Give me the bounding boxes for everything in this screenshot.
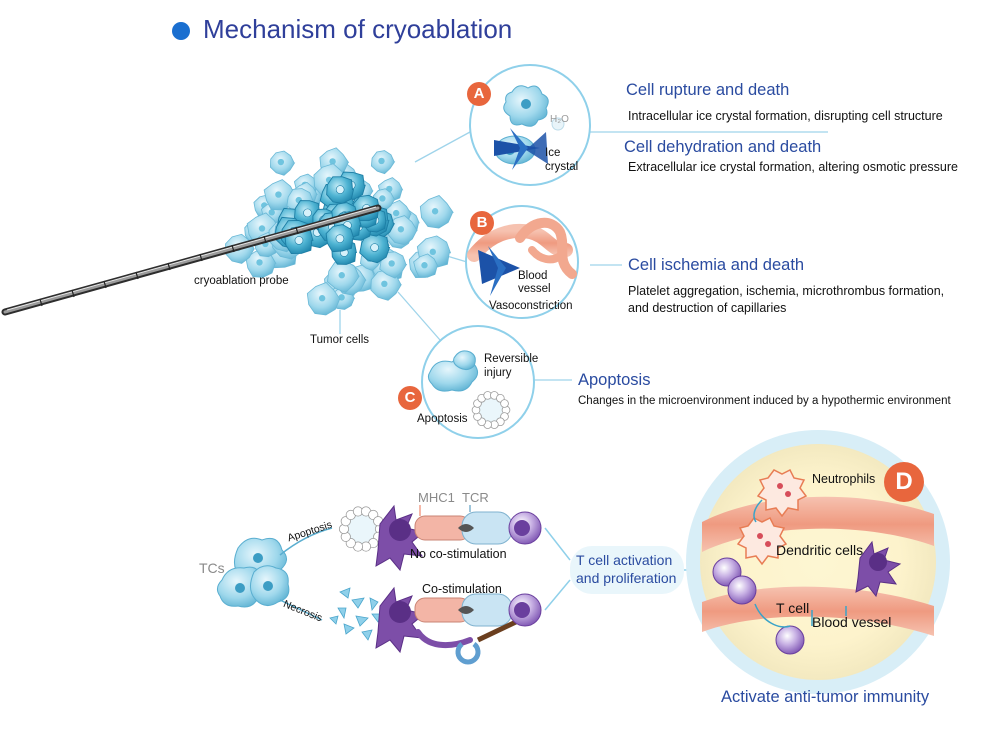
vasoconstriction-icon <box>478 246 520 296</box>
panel-a-circle <box>469 64 591 186</box>
t-cell-label: T cell <box>776 600 810 616</box>
t-cell-icon <box>508 511 542 627</box>
reversible-injury-label: Reversible injury <box>484 353 539 379</box>
badge-a: A <box>467 82 491 106</box>
h2o-label: H₂O <box>550 114 569 125</box>
panel-b-circle <box>465 205 579 319</box>
heading-cell-dehydration: Cell dehydration and death <box>624 138 822 156</box>
tcs-label: TCs <box>199 560 225 576</box>
heading-cell-rupture: Cell rupture and death <box>626 81 790 99</box>
badge-d: D <box>884 462 924 502</box>
footer-anti-tumor: Activate anti-tumor immunity <box>721 688 930 706</box>
ice-crystal-label: Ice crystal <box>545 147 579 173</box>
badge-b: B <box>470 211 494 235</box>
desc-apoptosis: Changes in the microenvironment induced … <box>578 395 951 407</box>
desc-cell-ischemia: Platelet aggregation, ischemia, microthr… <box>628 284 945 315</box>
vasoconstriction-label: Vasoconstriction <box>489 300 573 312</box>
mhc1-label: MHC1 <box>418 490 455 505</box>
necrotic-fragments-icon <box>329 587 383 641</box>
page-title: Mechanism of cryoablation <box>203 14 513 44</box>
tumor-cluster <box>225 147 454 316</box>
t-cell-activation-label: T cell activation and proliferation <box>576 552 677 586</box>
activation-box <box>570 546 684 594</box>
blood-vessel-label: Blood vessel <box>518 270 551 295</box>
probe-label: cryoablation probe <box>194 275 289 287</box>
no-costimulation-label: No co-stimulation <box>410 547 507 561</box>
ice-crystal-icon <box>494 128 548 170</box>
neutrophils-label: Neutrophils <box>812 472 876 486</box>
costimulation-pair <box>415 617 522 665</box>
apoptosis-cell-label: Apoptosis <box>417 413 468 425</box>
heading-cell-ischemia: Cell ischemia and death <box>628 256 805 274</box>
desc-cell-rupture: Intracellular ice crystal formation, dis… <box>628 109 943 123</box>
desc-cell-dehydration: Extracellular ice crystal formation, alt… <box>628 160 958 174</box>
costimulation-label: Co-stimulation <box>422 582 502 596</box>
panel-d-circle <box>686 430 950 694</box>
tcr-label: TCR <box>462 490 489 505</box>
mhc-tcr-complex <box>414 505 513 627</box>
heading-apoptosis: Apoptosis <box>578 371 651 389</box>
necrosis-arrow <box>279 599 323 621</box>
apoptotic-cell-icon <box>471 391 511 429</box>
cryoablation-probe <box>1 204 382 316</box>
title-bullet-icon <box>172 22 190 40</box>
tumor-label: Tumor cells <box>310 334 369 346</box>
dendritic-cells-label: Dendritic cells <box>776 542 864 558</box>
dendritic-cell-icon <box>375 504 426 654</box>
badge-c: C <box>398 386 422 410</box>
panel-c-circle <box>421 325 535 439</box>
apoptosis-arrow <box>279 527 333 556</box>
blood-vessel-d-label: Blood vessel <box>812 614 892 630</box>
tumor-cells-tcs <box>216 537 290 608</box>
apoptotic-body-icon <box>338 506 386 552</box>
